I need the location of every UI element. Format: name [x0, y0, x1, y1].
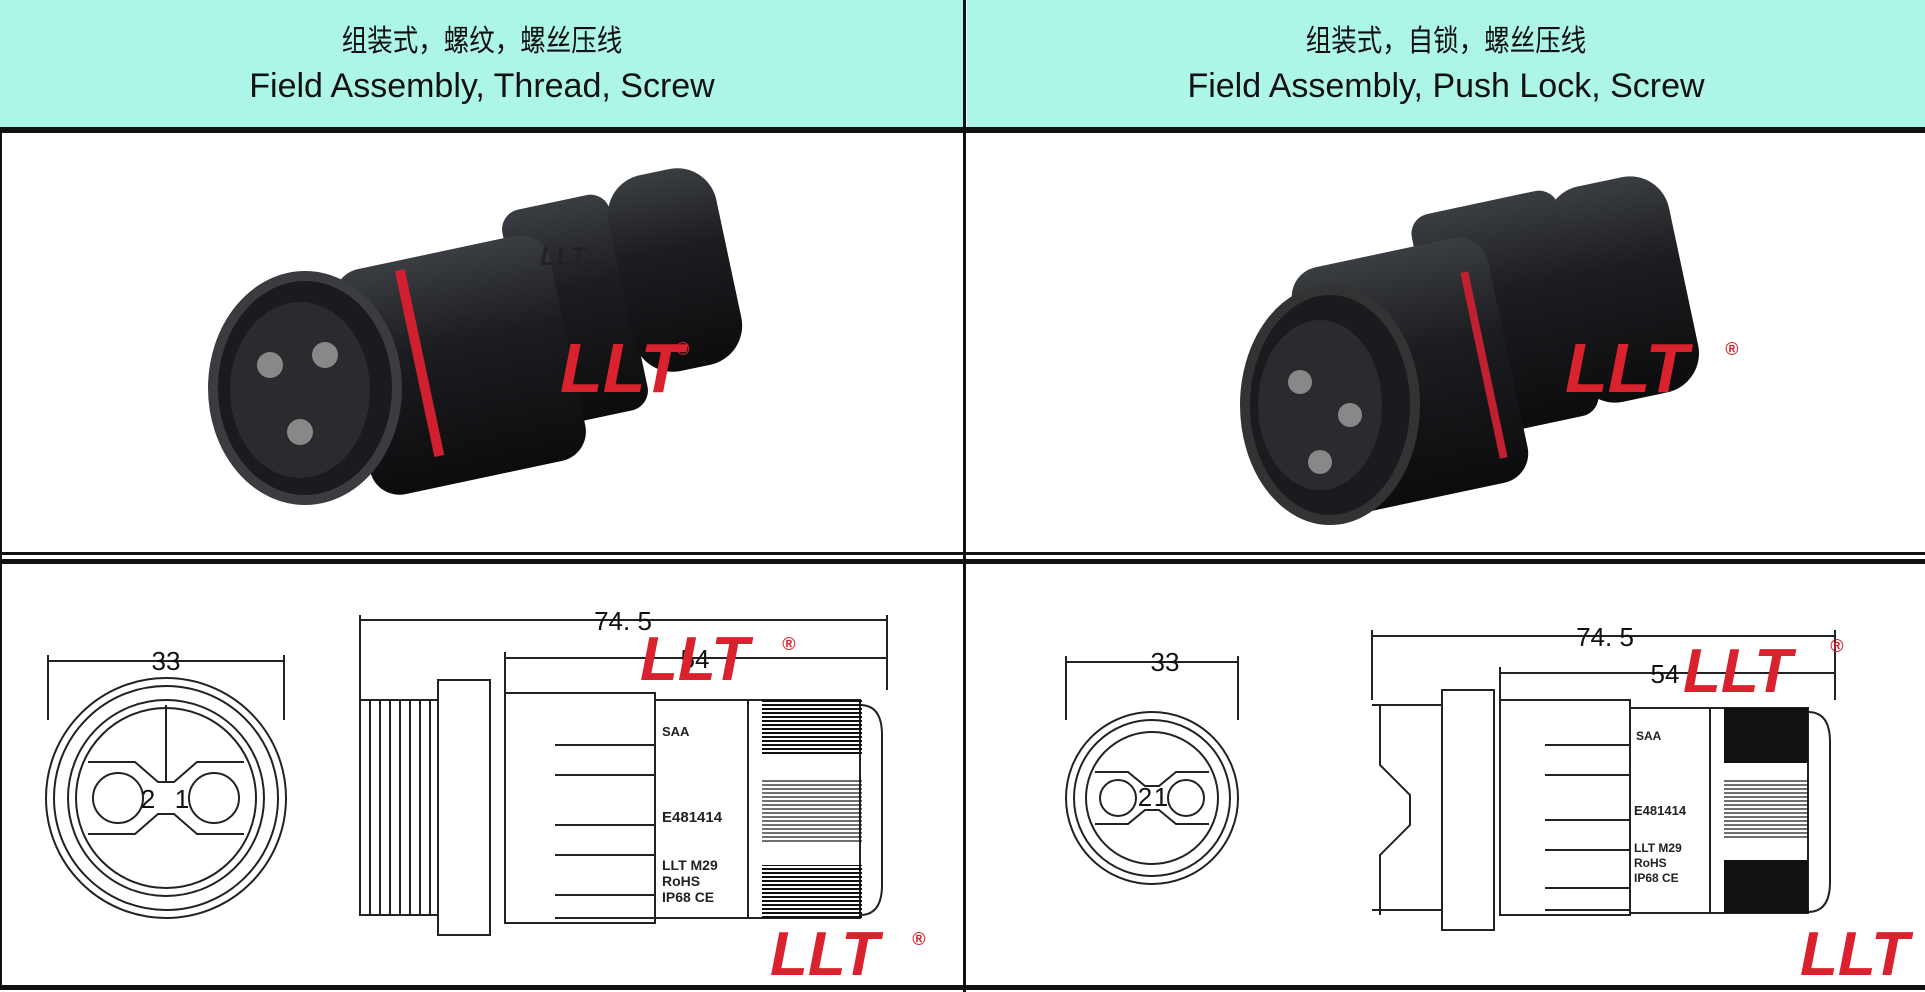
left-border [0, 128, 2, 988]
row-divider [0, 559, 1925, 564]
rohs-mark: RoHS [1634, 856, 1667, 870]
pin-label: 2 [1138, 782, 1152, 812]
technical-drawing-push-lock: 33 2 1 74. 5 54 SAA E481414 LLT M29 RoHS… [1065, 622, 1914, 989]
pin-label: 1 [175, 784, 189, 814]
header-cell-push-lock: 组装式，自锁，螺丝压线 Field Assembly, Push Lock, S… [967, 0, 1925, 128]
dimension-overall-length: 74. 5 [1576, 622, 1634, 652]
title-en: Field Assembly, Push Lock, Screw [1187, 67, 1705, 105]
front-view [45, 655, 287, 919]
registered-mark: ® [676, 339, 690, 359]
saa-mark: SAA [1636, 729, 1662, 743]
pin-label: 1 [1154, 782, 1168, 812]
saa-mark: SAA [662, 724, 690, 739]
cert-number: E481414 [1634, 803, 1687, 818]
front-view [1065, 656, 1239, 885]
cert-number: E481414 [662, 809, 723, 826]
pin-label: 2 [141, 784, 155, 814]
watermark-logo: LLT [640, 625, 754, 694]
registered-mark: ® [912, 929, 926, 949]
rohs-mark: RoHS [662, 873, 700, 889]
title-cn: 组装式，螺纹，螺丝压线 [341, 24, 623, 59]
registered-mark: ® [1830, 636, 1844, 656]
watermark-logo: LLT [770, 920, 884, 989]
technical-drawing-thread: 33 2 1 74. 5 54 SAA E481414 LLT M29 RoHS… [45, 606, 926, 989]
registered-mark: ® [782, 634, 796, 654]
row-divider [0, 127, 1925, 133]
header-cell-thread: 组装式，螺纹，螺丝压线 Field Assembly, Thread, Scre… [0, 0, 964, 128]
column-divider [963, 0, 966, 992]
dimension-front-width: 33 [1151, 647, 1180, 677]
title-en: Field Assembly, Thread, Screw [249, 67, 715, 105]
row-divider [0, 985, 1925, 990]
product-photo-thread: LLT LLT ® [208, 168, 743, 505]
watermark-logo: LLT [1565, 329, 1693, 407]
model-mark: LLT M29 [662, 857, 718, 873]
watermark-logo: LLT [1800, 920, 1914, 989]
photo-brand-mark: LLT [540, 241, 588, 271]
dimension-body-length: 54 [1651, 659, 1680, 689]
dimension-body-length: 54 [681, 644, 710, 674]
side-view [359, 615, 888, 936]
ip-ce-mark: IP68 CE [1634, 871, 1679, 885]
model-mark: LLT M29 [1634, 841, 1682, 855]
registered-mark: ® [1725, 339, 1739, 359]
watermark-logo: LLT [1683, 637, 1797, 706]
title-cn: 组装式，自锁，螺丝压线 [1305, 24, 1587, 59]
watermark-logo: LLT [560, 329, 688, 407]
side-view [1371, 630, 1836, 931]
dimension-overall-length: 74. 5 [594, 606, 652, 636]
ip-ce-mark: IP68 CE [662, 889, 714, 905]
product-photo-push-lock: LLT ® [1240, 176, 1739, 525]
dimension-front-width: 33 [152, 646, 181, 676]
row-divider [0, 552, 1925, 555]
